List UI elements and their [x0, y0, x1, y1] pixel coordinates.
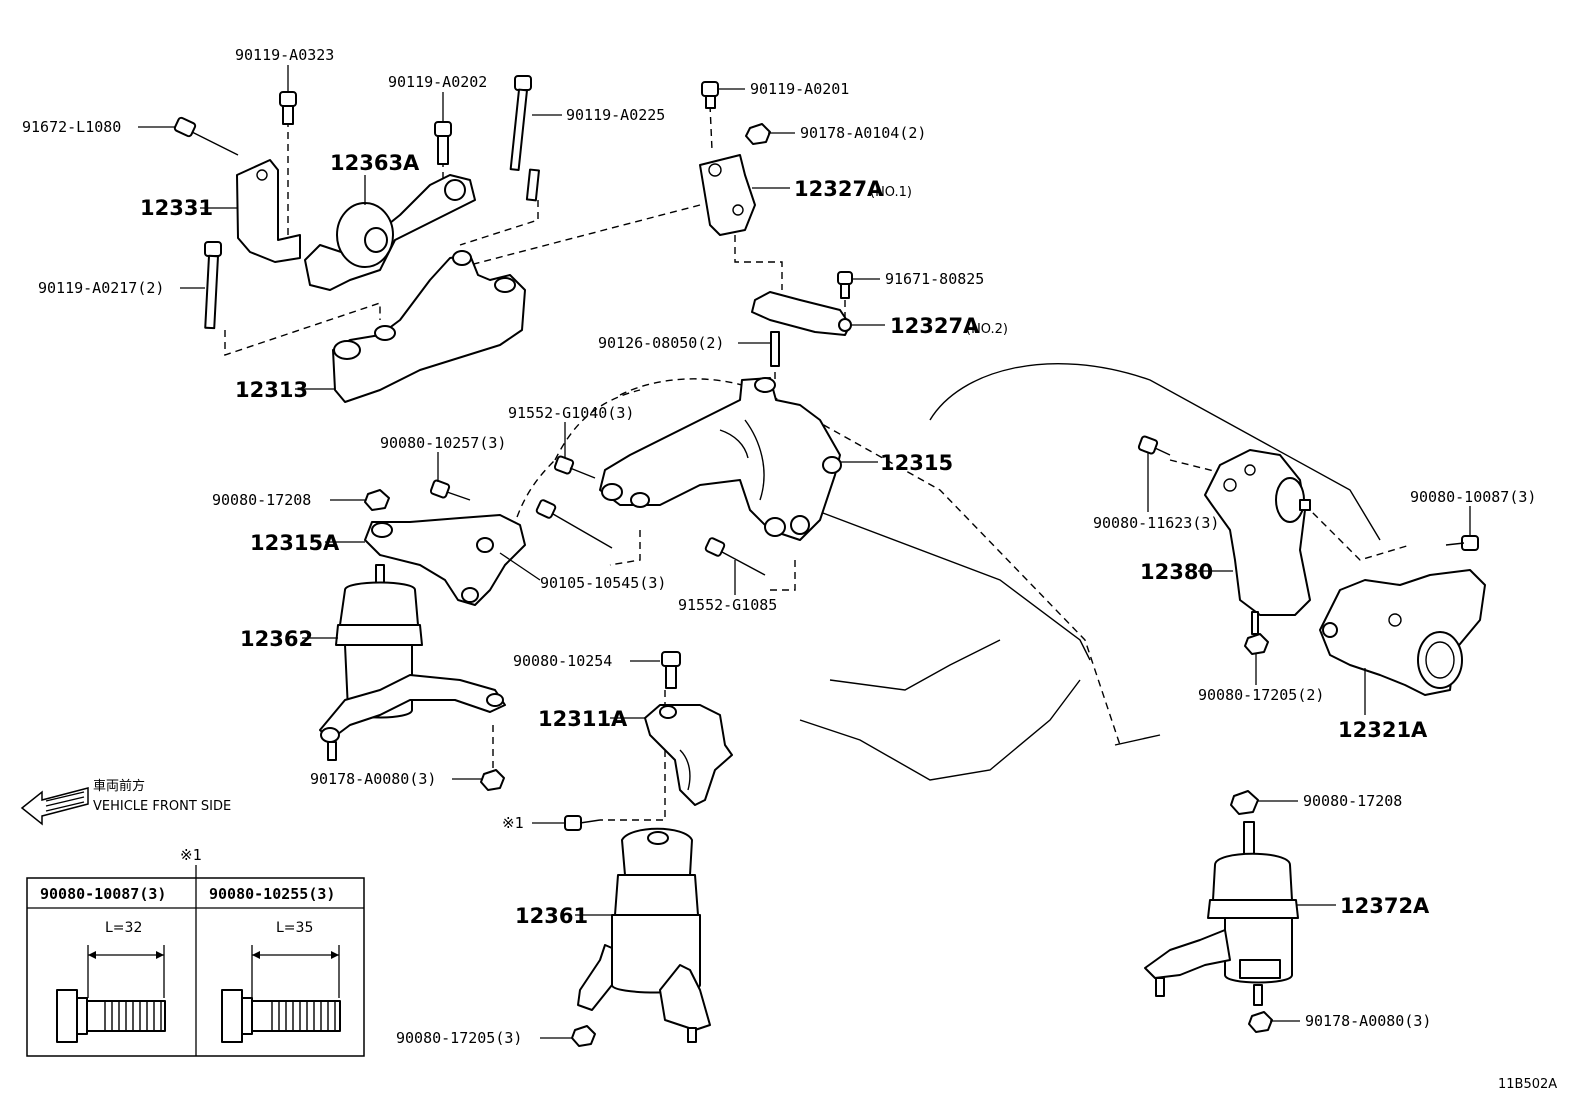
label-90080-17205-b: 90080-17205(2) [1198, 686, 1324, 704]
bolt-profile-l32: L=32 [56, 920, 166, 1043]
leader-lines [138, 65, 1471, 1039]
bolt-90119-A0323 [279, 91, 297, 125]
bolt-90119-A0225 [509, 75, 540, 202]
label-91552-G1085: 91552-G1085 [678, 596, 777, 614]
label-12315: 12315 [880, 451, 953, 475]
label-90080-17205-a: 90080-17205(3) [396, 1029, 522, 1047]
label-90119-A0201: 90119-A0201 [750, 80, 849, 98]
label-90080-10087: 90080-10087(3) [1410, 488, 1536, 506]
bolt-90080-10254 [661, 651, 681, 689]
bracket-12313 [332, 250, 526, 403]
label-90119-A0202: 90119-A0202 [388, 73, 487, 91]
bracket-12327A-no1 [699, 154, 756, 236]
nut-90178-A0080-a [480, 769, 505, 791]
label-12327A-no1: 12327A [794, 177, 884, 201]
nut-90080-17205-a [571, 1025, 596, 1047]
bracket-12331 [236, 159, 301, 263]
label-12372A: 12372A [1340, 894, 1430, 918]
mount-12361 [577, 827, 711, 1043]
label-90080-17208-a: 90080-17208 [212, 491, 311, 509]
label-12363A: 12363A [330, 151, 420, 175]
bolt-90105-10545 [535, 499, 613, 549]
bolt-90080-10257 [429, 479, 471, 501]
label-91671-80825: 91671-80825 [885, 270, 984, 288]
bolt-91552-G1085 [704, 537, 766, 576]
bracket-12321A [1319, 569, 1486, 696]
label-90080-17208-b: 90080-17208 [1303, 792, 1402, 810]
label-12361: 12361 [515, 904, 588, 928]
label-12315A: 12315A [250, 531, 340, 555]
label-90080-10254: 90080-10254 [513, 652, 612, 670]
bolt-profile-l35: L=35 [221, 920, 341, 1043]
stud-90126-08050 [770, 331, 780, 367]
label-12327A-no2-sub: (NO.2) [966, 322, 1008, 337]
footnote-col1-header: 90080-10087(3) [40, 885, 166, 903]
footnote-table: ※1 90080-10087(3) 90080-10255(3) L=32 [26, 846, 365, 1057]
label-90178-A0080-a: 90178-A0080(3) [310, 770, 436, 788]
footnote-col2-header: 90080-10255(3) [209, 885, 335, 903]
bolt-90080-11623 [1137, 435, 1171, 456]
mount-12380 [1204, 449, 1311, 616]
front-label-en: VEHICLE FRONT SIDE [93, 799, 231, 814]
bracket-12315A [364, 514, 526, 606]
bracket-12315 [599, 377, 842, 541]
figure-id: 11B502A [1498, 1077, 1557, 1092]
length-l32: L=32 [105, 920, 142, 936]
label-12311A: 12311A [538, 707, 628, 731]
label-12331: 12331 [140, 196, 213, 220]
label-12327A-no1-sub: (NO.1) [870, 185, 912, 200]
length-l35: L=35 [276, 920, 313, 936]
label-12362: 12362 [240, 627, 313, 651]
front-label-jp: 車両前方 [93, 778, 145, 794]
callout-labels: 91672-L1080 90119-A0323 90119-A0202 9011… [22, 46, 1536, 1047]
label-91672-L1080: 91672-L1080 [22, 118, 121, 136]
bolt-note1 [564, 815, 601, 831]
bolt-91552-G1040 [553, 455, 596, 479]
bolt-90119-A0217 [204, 241, 222, 330]
nut-90178-A0080-b [1248, 1011, 1273, 1033]
label-90105-10545: 90105-10545(3) [540, 574, 666, 592]
label-90178-A0080-b: 90178-A0080(3) [1305, 1012, 1431, 1030]
label-90119-A0217: 90119-A0217(2) [38, 279, 164, 297]
label-90119-A0323: 90119-A0323 [235, 46, 334, 64]
label-90080-11623: 90080-11623(3) [1093, 514, 1219, 532]
footnote-marker: ※1 [180, 846, 202, 864]
mount-12362 [319, 564, 506, 761]
nut-90080-17205-b [1244, 611, 1269, 655]
label-90126-08050: 90126-08050(2) [598, 334, 724, 352]
bolt-90119-A0202 [434, 121, 452, 165]
label-90080-10257: 90080-10257(3) [380, 434, 506, 452]
label-91552-G1040: 91552-G1040(3) [508, 404, 634, 422]
front-arrow-icon [20, 787, 89, 826]
nut-90080-17208-b [1230, 790, 1259, 815]
label-12313: 12313 [235, 378, 308, 402]
bolt-90080-10087 [1445, 535, 1479, 551]
label-12380: 12380 [1140, 560, 1213, 584]
nut-90178-A0104 [745, 123, 771, 145]
torque-rod-12363A [304, 174, 476, 291]
bracket-12327A-no2 [751, 291, 852, 336]
label-12327A-no2: 12327A [890, 314, 980, 338]
label-90119-A0225: 90119-A0225 [566, 106, 665, 124]
vehicle-front-indicator: 車両前方 VEHICLE FRONT SIDE [20, 778, 231, 826]
label-12321A: 12321A [1338, 718, 1428, 742]
engine-outline [509, 363, 1381, 781]
nut-90080-17208-a [364, 489, 390, 511]
bolt-91672-L1080 [173, 116, 239, 156]
bolt-90119-A0201 [701, 81, 719, 109]
bracket-12311A [644, 704, 733, 806]
bolt-91671-80825 [837, 271, 853, 299]
label-90178-A0104: 90178-A0104(2) [800, 124, 926, 142]
label-note1-bolt: ※1 [502, 814, 524, 832]
mount-12372A [1144, 821, 1299, 1006]
